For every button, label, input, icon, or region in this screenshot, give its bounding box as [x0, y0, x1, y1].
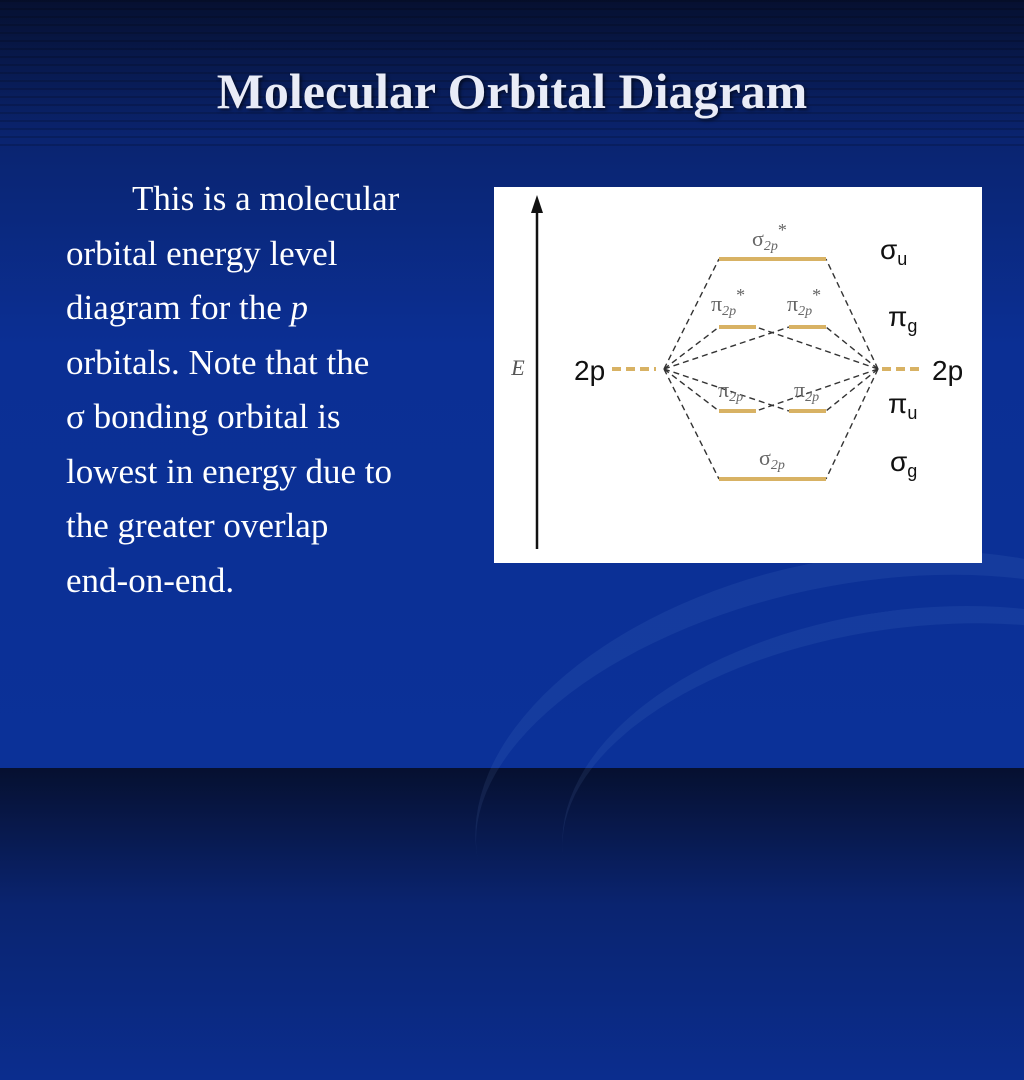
pi-g-label: πg: [888, 301, 917, 336]
body-line: lowest in energy due to: [66, 451, 392, 491]
energy-axis-label: E: [510, 355, 525, 380]
body-line: end-on-end.: [66, 560, 235, 600]
mo-labels: σ2p* π2p* π2p* π2p π2p σ2p: [711, 220, 821, 473]
energy-axis-arrowhead: [531, 195, 543, 213]
sigma-g-label: σg: [890, 446, 917, 481]
mo-diagram-svg: E 2p: [510, 195, 963, 549]
sigma-label: σ2p: [759, 445, 785, 473]
correlation-lines: [663, 258, 879, 480]
symmetry-labels: σu πg πu σg: [880, 234, 917, 481]
body-line-text: diagram for the: [66, 288, 291, 327]
body-line: the greater overlap: [66, 506, 329, 545]
body-line: σ bonding orbital is: [66, 397, 341, 436]
body-line: This is a molecular: [66, 172, 486, 227]
slide-title: Molecular Orbital Diagram: [216, 63, 808, 119]
pi-right-label: π2p: [794, 377, 819, 405]
pi-star-left-label: π2p*: [711, 285, 745, 319]
mo-diagram-figure: E 2p: [494, 187, 982, 563]
italic-p: p: [290, 288, 309, 327]
pi-u-label: πu: [888, 388, 917, 423]
orbital-levels: [719, 257, 826, 481]
atomic-2p-right-label: 2p: [932, 355, 963, 386]
atomic-2p-left-label: 2p: [574, 355, 605, 386]
body-line: diagram for the p: [66, 281, 486, 336]
pi-left-label: π2p: [718, 377, 743, 405]
pi-star-right-label: π2p*: [787, 285, 821, 319]
sigma-star-label: σ2p*: [752, 220, 787, 254]
background-swoosh: [431, 485, 1024, 1080]
body-line: orbitals. Note that the: [66, 342, 370, 382]
body-line: orbital energy level: [66, 233, 338, 273]
sigma-u-label: σu: [880, 234, 907, 269]
slide-body-text: This is a molecular orbital energy level…: [66, 172, 486, 608]
background-swoosh: [535, 563, 1024, 1055]
body-line-text: This is a molecular: [132, 179, 400, 218]
